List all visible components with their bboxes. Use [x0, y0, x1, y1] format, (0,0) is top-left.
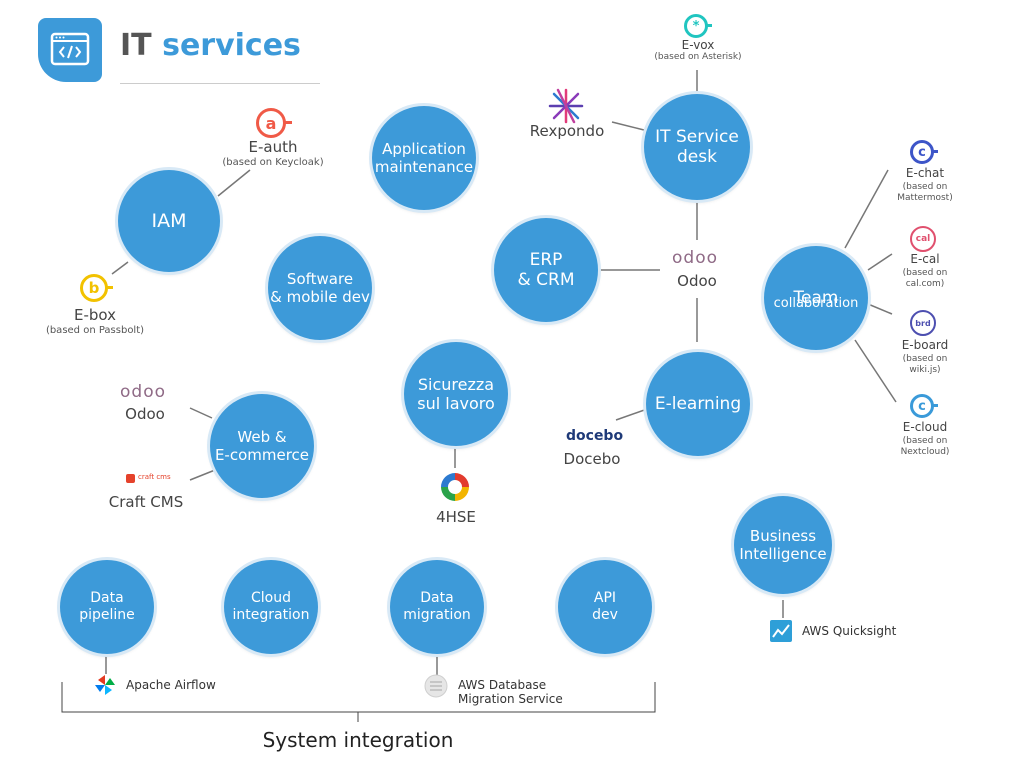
craft-cms-logo-icon: [126, 474, 135, 483]
odoo-web-name: Odoo: [125, 405, 165, 423]
e-box-icon-text: b: [88, 279, 100, 297]
e-cloud-icon: c: [910, 394, 934, 418]
node-sicurezza: Sicurezza sul lavoro: [404, 342, 508, 446]
e-vox-icon-text: *: [692, 18, 700, 34]
e-vox-note: (based on Asterisk): [654, 52, 742, 62]
e-board-name: E-board: [901, 338, 949, 352]
node-e-learning: E-learning: [646, 352, 750, 456]
docebo-name: Docebo: [563, 450, 621, 468]
craft-cms-name: Craft CMS: [108, 493, 184, 511]
e-board-icon: brd: [910, 310, 936, 336]
aws-quicksight-icon: [770, 620, 792, 642]
e-cal-name: E-cal: [910, 252, 940, 266]
code-window-icon: [50, 32, 90, 66]
header-logo: [38, 18, 102, 82]
node-iam-label: IAM: [151, 209, 187, 232]
node-data-pipeline: Data pipeline: [60, 560, 154, 654]
apache-airflow-name: Apache Airflow: [126, 678, 216, 692]
e-box-name: E-box: [73, 306, 116, 324]
page-title-part1: IT: [120, 28, 152, 63]
node-cloud-integration-label: Cloud integration: [232, 590, 310, 623]
aws-dms-icon: [424, 674, 448, 698]
page-title-part2: services: [162, 28, 301, 63]
docebo-logo-icon: docebo: [566, 428, 624, 444]
node-data-pipeline-label: Data pipeline: [79, 590, 135, 623]
e-vox-icon: *: [684, 14, 708, 38]
rexpondo-logo-icon: [548, 88, 584, 124]
node-web-ecommerce-label: Web & E-commerce: [214, 428, 310, 464]
node-it-service-desk-label: IT Service desk: [655, 126, 739, 167]
node-it-service-desk: IT Service desk: [644, 94, 750, 200]
node-team-collaboration-subtitle: collaboration: [773, 296, 859, 311]
node-api-dev: API dev: [558, 560, 652, 654]
node-sicurezza-label: Sicurezza sul lavoro: [417, 374, 495, 413]
e-chat-icon-dash: [932, 150, 938, 153]
aws-quicksight-name: AWS Quicksight: [802, 624, 897, 638]
system-integration-label: System integration: [262, 728, 454, 752]
rexpondo-name: Rexpondo: [529, 122, 605, 140]
aws-dms-name: AWS Database Migration Service: [458, 678, 563, 707]
e-board-icon-text: brd: [915, 318, 931, 328]
node-software-mobile-dev: Software & mobile dev: [268, 236, 372, 340]
e-vox-name: E-vox: [681, 38, 715, 52]
e-chat-note: (based on Mattermost): [897, 182, 953, 204]
node-team-collaboration: Team: [764, 246, 868, 350]
e-cloud-note: (based on Nextcloud): [900, 436, 950, 458]
node-team-collaboration-title: Team: [793, 287, 839, 308]
odoo-erp-name: Odoo: [677, 272, 717, 290]
4hse-name: 4HSE: [436, 508, 476, 526]
e-cloud-icon-text: c: [918, 398, 926, 414]
e-box-icon-dash: [106, 286, 113, 289]
node-iam: IAM: [118, 170, 220, 272]
apache-airflow-icon: [95, 675, 115, 695]
e-auth-name: E-auth: [248, 138, 298, 156]
e-chat-icon: c: [910, 140, 934, 164]
odoo-web-logo-icon: odoo: [120, 382, 166, 402]
node-business-intelligence-label: Business Intelligence: [739, 527, 827, 563]
e-board-note: (based on wiki.js): [902, 354, 948, 376]
e-vox-icon-dash: [706, 24, 712, 27]
craft-cms-logo-text: craft cms: [138, 473, 171, 481]
e-chat-name: E-chat: [905, 166, 945, 180]
e-box-note: (based on Passbolt): [45, 325, 145, 336]
node-api-dev-label: API dev: [592, 590, 618, 623]
e-cal-icon: cal: [910, 226, 936, 252]
title-divider: [120, 83, 320, 84]
e-cal-note: (based on cal.com): [902, 268, 948, 290]
e-cal-icon-text: cal: [915, 234, 931, 244]
e-cloud-name: E-cloud: [902, 420, 948, 434]
e-auth-icon-text: a: [265, 113, 277, 133]
e-auth-note: (based on Keycloak): [222, 157, 324, 168]
e-auth-icon: a: [256, 108, 286, 138]
e-cloud-icon-dash: [932, 404, 938, 407]
node-web-ecommerce: Web & E-commerce: [210, 394, 314, 498]
odoo-erp-logo-icon: odoo: [672, 248, 718, 268]
page-title: IT services: [120, 28, 301, 63]
node-erp-crm: ERP & CRM: [494, 218, 598, 322]
node-e-learning-label: E-learning: [654, 393, 742, 414]
4hse-logo-icon: [441, 473, 469, 501]
node-application-maintenance-label: Application maintenance: [374, 140, 474, 176]
e-auth-icon-dash: [284, 121, 292, 124]
node-data-migration-label: Data migration: [403, 590, 471, 623]
node-erp-crm-label: ERP & CRM: [517, 249, 575, 290]
node-data-migration: Data migration: [390, 560, 484, 654]
node-cloud-integration: Cloud integration: [224, 560, 318, 654]
node-business-intelligence: Business Intelligence: [734, 496, 832, 594]
e-box-icon: b: [80, 274, 108, 302]
e-chat-icon-text: c: [918, 144, 926, 160]
node-software-mobile-dev-label: Software & mobile dev: [270, 270, 370, 306]
node-application-maintenance: Application maintenance: [372, 106, 476, 210]
